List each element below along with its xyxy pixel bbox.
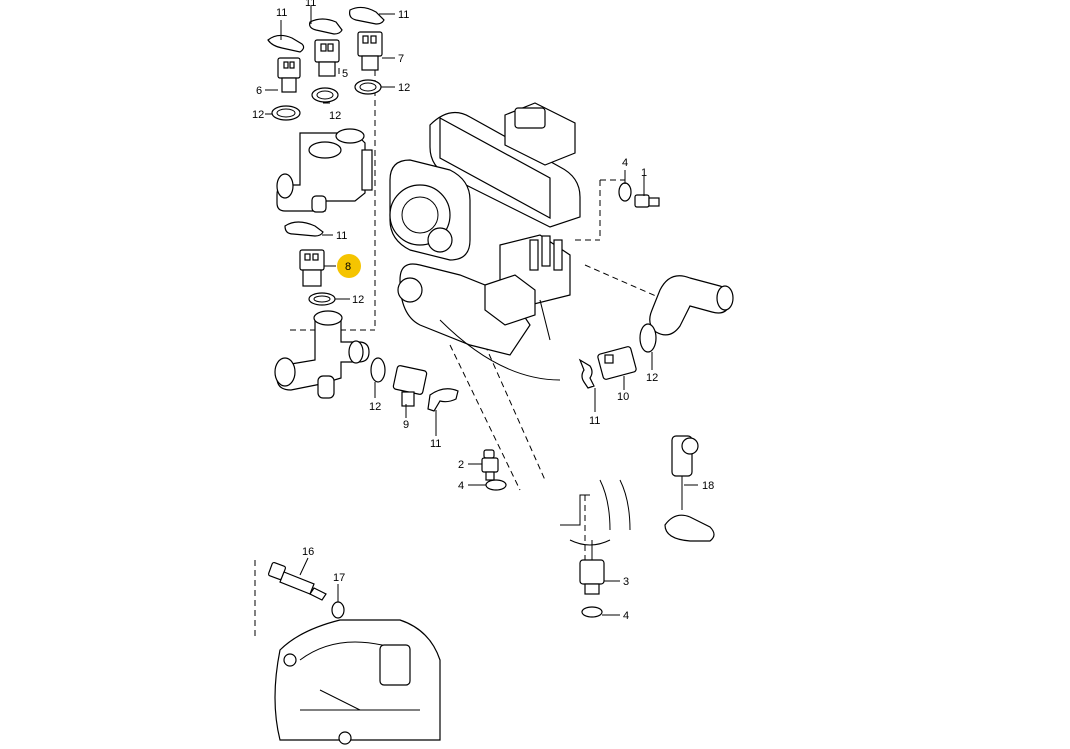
oil-pressure-switch [579,540,605,595]
callout-16: 16 [302,546,314,558]
sensor-part-18 [664,435,715,542]
clip-part [349,6,385,25]
pipe-bracket [560,479,631,546]
callout-18: 18 [702,480,714,492]
oil-pressure-switch [634,194,660,208]
temp-sender-part-8 [299,249,325,287]
temp-sender-part [357,31,383,71]
engine-block-lower [274,619,441,745]
sealing-ring [370,357,386,383]
temp-sensor-part-16 [267,561,327,601]
callout-11: 11 [336,230,347,242]
callout-12: 12 [398,82,410,94]
clip-part [427,388,459,412]
coolant-flange-lower [274,310,370,399]
callout-11: 11 [398,9,409,21]
highlight-marker [337,254,361,278]
clip-part [284,221,324,237]
temp-sender-part [277,57,301,93]
callout-3: 3 [623,576,629,588]
sealing-ring [639,323,657,353]
callout-11: 11 [589,415,600,427]
engine-block [389,102,581,381]
callout-12: 12 [329,110,341,122]
callout-4: 4 [622,157,628,169]
leader-lines [265,6,698,616]
callout-11: 11 [430,438,441,450]
callout-5: 5 [342,68,348,80]
temp-sender-part [314,39,340,77]
callout-1: 1 [641,167,647,179]
temp-sender-part [392,365,428,407]
callout-11: 11 [276,7,287,19]
sealing-ring [311,87,339,103]
callout-labels: 11 11 11 5 7 6 12 12 12 11 8 12 4 1 12 9… [252,0,714,622]
callout-12: 12 [369,401,381,413]
callout-17: 17 [333,572,345,584]
sealing-washer [618,182,632,202]
coolant-pipe-right [649,275,734,336]
callout-4: 4 [623,610,629,622]
assembly-dashed-lines [254,60,666,640]
callout-8: 8 [345,261,351,273]
oil-pressure-switch [481,449,499,481]
sealing-ring [331,601,345,619]
callout-12: 12 [252,109,264,121]
sealing-ring [354,79,382,95]
clip-part [309,18,343,35]
sealing-ring [308,292,336,306]
clip-part [578,358,595,389]
sealing-washer [485,479,507,491]
coolant-flange-upper [276,128,373,213]
callout-4: 4 [458,480,464,492]
callout-7: 7 [398,53,404,65]
sealing-ring [271,105,301,121]
sealing-washer [581,606,603,618]
callout-12: 12 [352,294,364,306]
clip-part [267,34,305,53]
callout-11: 11 [305,0,316,9]
temp-sender-part [597,346,637,380]
callout-6: 6 [256,85,262,97]
callout-9: 9 [403,419,409,431]
callout-12: 12 [646,372,658,384]
callout-2: 2 [458,459,464,471]
callout-10: 10 [617,391,629,403]
